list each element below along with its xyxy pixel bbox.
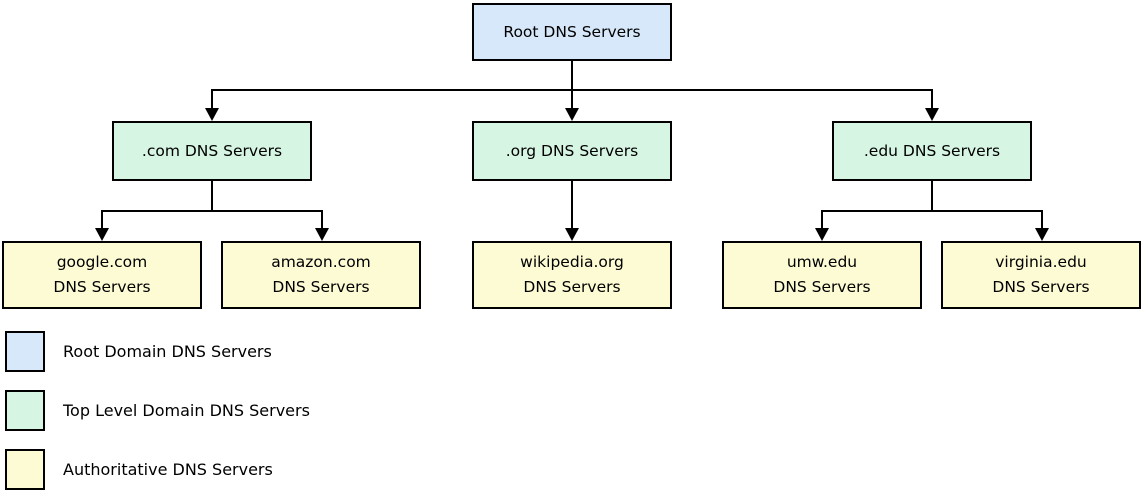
legend-item-root-domain: Root Domain DNS Servers (5, 331, 272, 372)
node-amazon-dns-servers: amazon.com DNS Servers (221, 241, 421, 309)
legend-swatch-top-level-domain (5, 390, 45, 431)
node-root-dns-servers: Root DNS Servers (472, 3, 672, 61)
legend-item-authoritative: Authoritative DNS Servers (5, 449, 273, 490)
node-google-dns-servers: google.com DNS Servers (2, 241, 202, 309)
node-com-dns-servers: .com DNS Servers (112, 121, 312, 181)
arrowhead-umw (815, 228, 829, 241)
node-wikipedia-dns-servers: wikipedia.org DNS Servers (472, 241, 672, 309)
legend-swatch-root-domain (5, 331, 45, 372)
arrowhead-org (565, 108, 579, 121)
arrowhead-google (95, 228, 109, 241)
arrowhead-wikipedia (565, 228, 579, 241)
legend-item-top-level-domain: Top Level Domain DNS Servers (5, 390, 310, 431)
legend-label-top-level-domain: Top Level Domain DNS Servers (63, 401, 310, 420)
arrowhead-edu (925, 108, 939, 121)
legend-label-authoritative: Authoritative DNS Servers (63, 460, 273, 479)
legend-swatch-authoritative (5, 449, 45, 490)
legend-label-root-domain: Root Domain DNS Servers (63, 342, 272, 361)
node-umw-dns-servers: umw.edu DNS Servers (722, 241, 922, 309)
arrowhead-com (205, 108, 219, 121)
node-org-dns-servers: .org DNS Servers (472, 121, 672, 181)
node-edu-dns-servers: .edu DNS Servers (832, 121, 1032, 181)
arrowhead-virginia (1035, 228, 1049, 241)
node-virginia-dns-servers: virginia.edu DNS Servers (941, 241, 1141, 309)
arrowhead-amazon (315, 228, 329, 241)
